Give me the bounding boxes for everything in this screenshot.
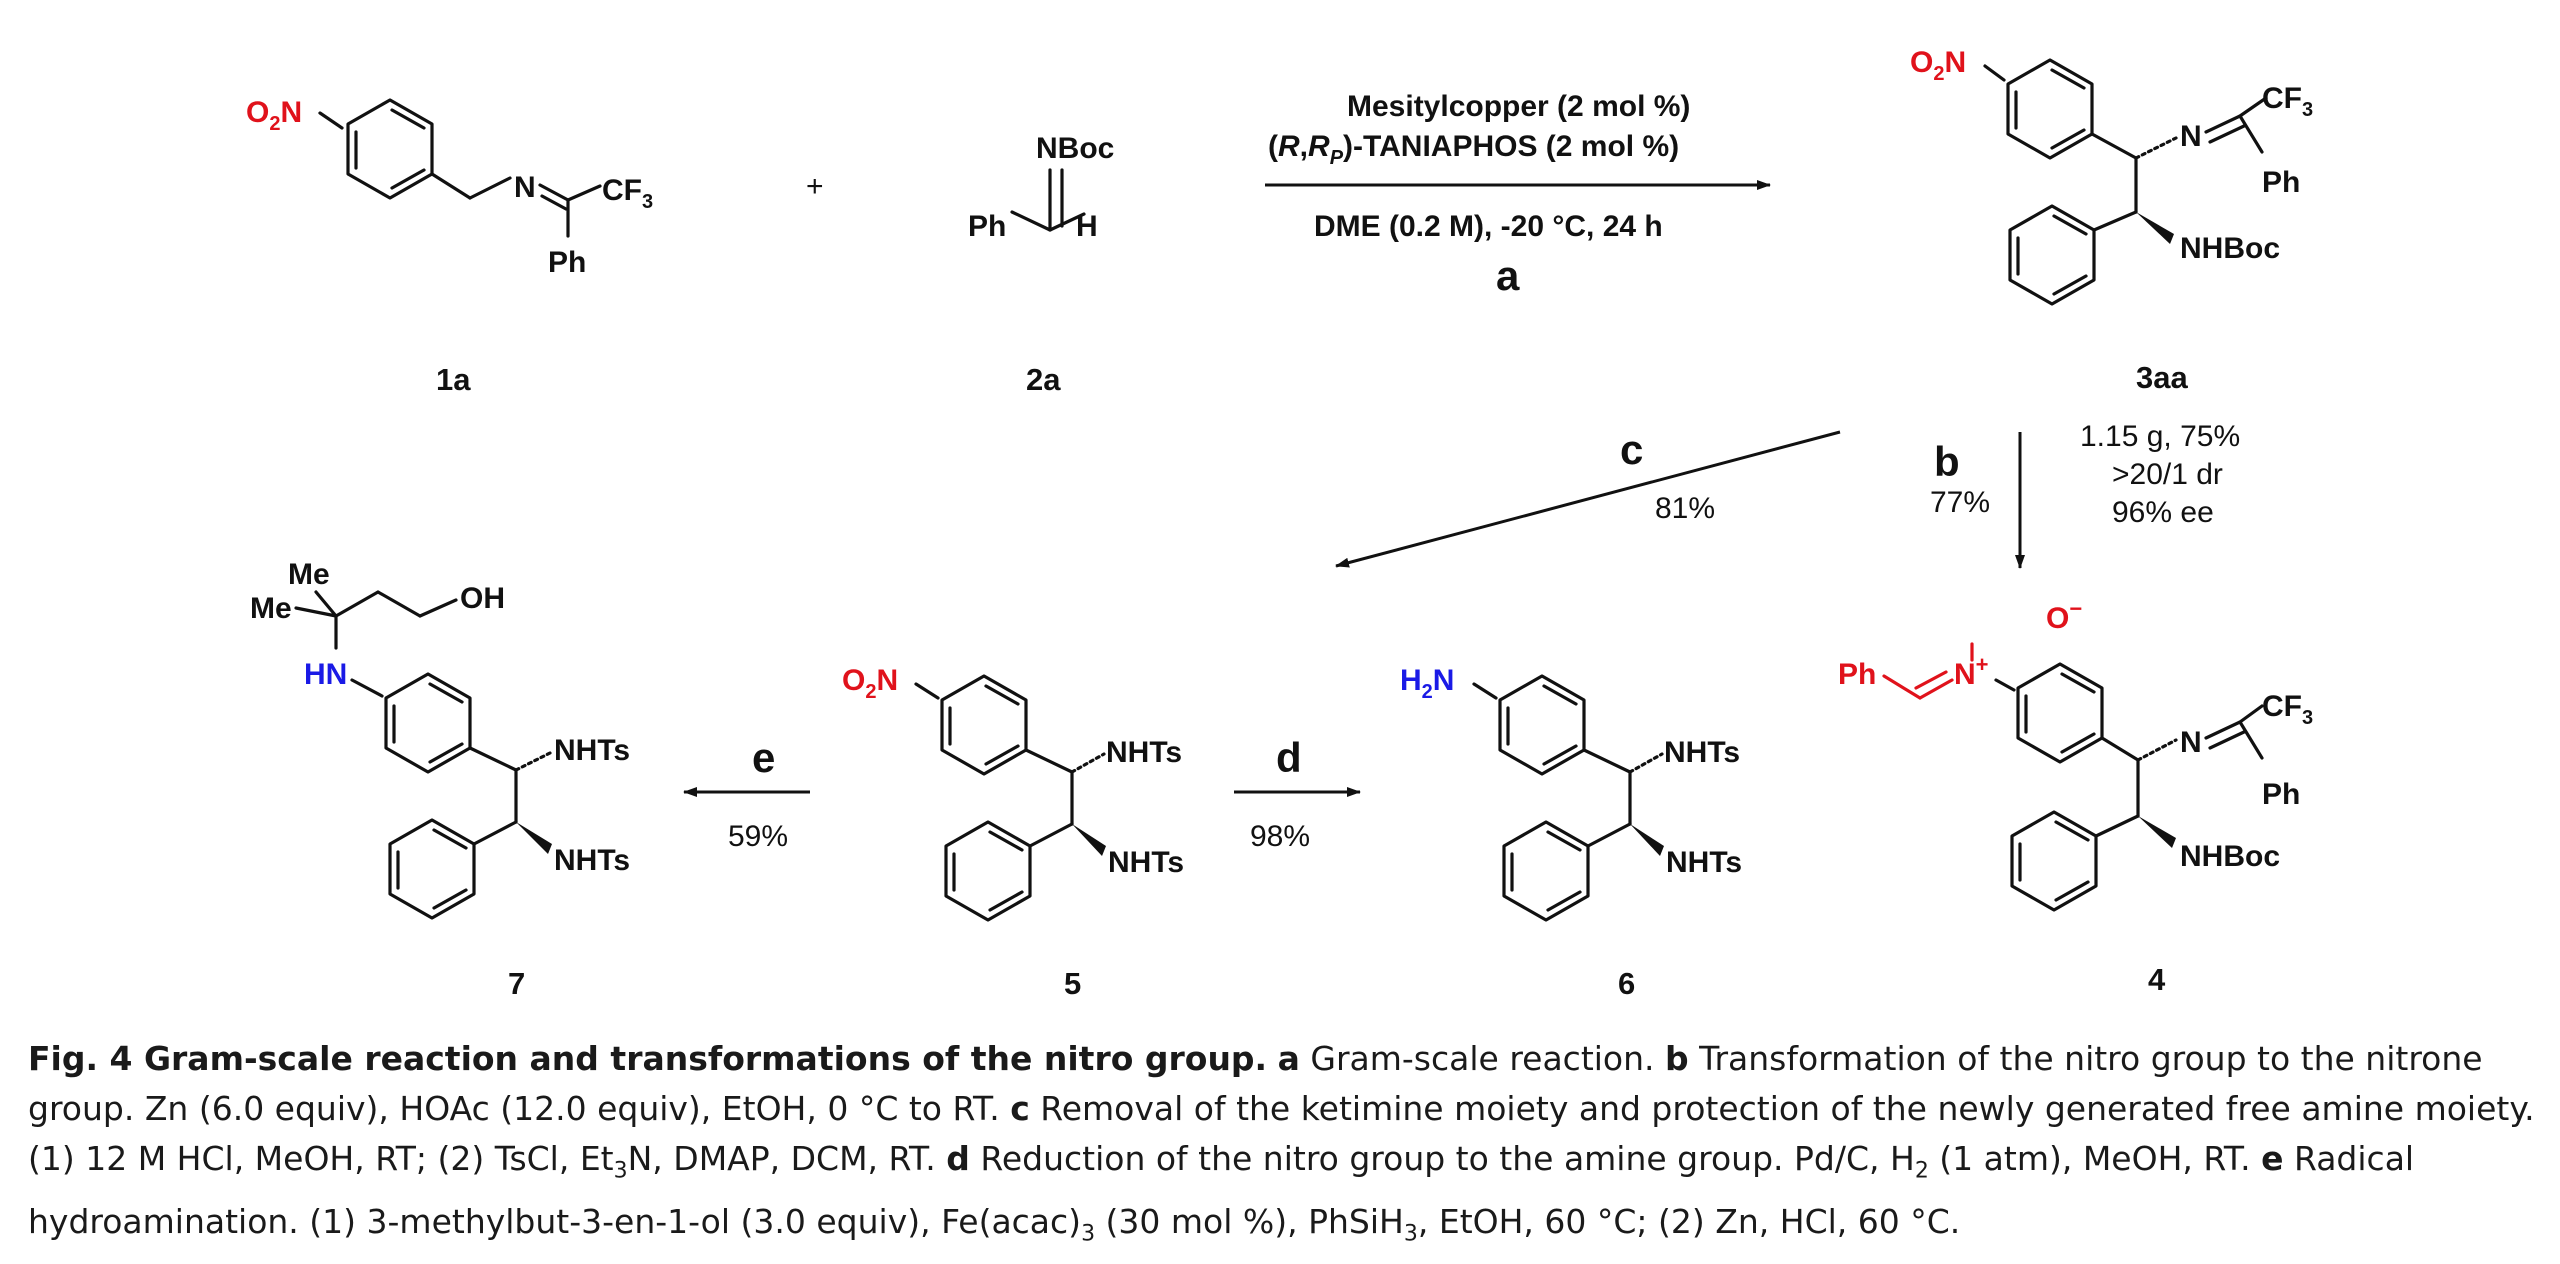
step-label-a: a bbox=[1496, 252, 1520, 299]
step-label-d: d bbox=[1276, 734, 1302, 781]
svg-text:NHTs: NHTs bbox=[554, 844, 630, 877]
compound-6: H2N NHTs NHTs 6 bbox=[1400, 664, 1742, 1001]
svg-text:O2N: O2N bbox=[246, 96, 302, 135]
svg-text:Ph: Ph bbox=[2262, 166, 2300, 199]
condition-ligand: (R,RP)-TANIAPHOS (2 mol %) bbox=[1268, 130, 1679, 169]
step-label-e: e bbox=[752, 734, 775, 781]
svg-text:O2N: O2N bbox=[842, 664, 898, 703]
label-1a: 1a bbox=[436, 362, 471, 397]
svg-text:Ph: Ph bbox=[968, 210, 1006, 243]
compound-7: Me Me OH HN NHTs NHTs 7 bbox=[250, 558, 630, 1001]
compound-2a: NBoc Ph H 2a bbox=[968, 132, 1114, 397]
compound-4: O− Ph N+ N CF3 Ph NHBoc 4 bbox=[1838, 596, 2313, 997]
svg-text:NHBoc: NHBoc bbox=[2180, 232, 2280, 265]
svg-text:NHTs: NHTs bbox=[1108, 846, 1184, 879]
svg-text:O−: O− bbox=[2046, 596, 2082, 635]
arrow-c bbox=[1335, 430, 1841, 568]
svg-text:Me: Me bbox=[288, 558, 330, 591]
label-5: 5 bbox=[1064, 966, 1081, 1001]
svg-text:N+: N+ bbox=[1954, 652, 1989, 691]
svg-text:N: N bbox=[2180, 120, 2202, 153]
svg-text:H: H bbox=[1076, 210, 1098, 243]
svg-text:NBoc: NBoc bbox=[1036, 132, 1114, 165]
figure-caption: Fig. 4 Gram-scale reaction and transform… bbox=[28, 1039, 2535, 1247]
svg-text:HN: HN bbox=[304, 658, 347, 691]
step-yield-b: 77% bbox=[1930, 486, 1990, 519]
plus-sign: + bbox=[806, 170, 824, 203]
condition-catalyst: Mesitylcopper (2 mol %) bbox=[1347, 90, 1690, 123]
caption-title: Fig. 4 Gram-scale reaction and transform… bbox=[28, 1039, 1268, 1078]
step-label-b: b bbox=[1934, 438, 1960, 485]
compound-1a: O2N N CF3 Ph 1a bbox=[246, 96, 653, 397]
label-7: 7 bbox=[508, 966, 525, 1001]
compound-5: O2N NHTs NHTs 5 bbox=[842, 664, 1184, 1001]
svg-text:N: N bbox=[514, 171, 536, 204]
reaction-scheme: O2N N CF3 Ph 1a + NBoc Ph H 2a Mesitylco… bbox=[246, 46, 2313, 1001]
compound-3aa: O2N N CF3 Ph NHBoc 3aa 1.15 g, 75% >20/1… bbox=[1910, 46, 2313, 529]
step-label-c: c bbox=[1620, 426, 1643, 473]
condition-solvent: DME (0.2 M), -20 °C, 24 h bbox=[1314, 210, 1663, 243]
step-d: d 98% bbox=[1234, 734, 1361, 853]
svg-text:Ph: Ph bbox=[548, 246, 586, 279]
step-e: e 59% bbox=[683, 734, 810, 853]
svg-text:CF3: CF3 bbox=[602, 174, 653, 213]
step-yield-d: 98% bbox=[1250, 820, 1310, 853]
svg-text:OH: OH bbox=[460, 582, 505, 615]
step-b: b 77% bbox=[1930, 432, 2025, 569]
label-4: 4 bbox=[2148, 962, 2166, 997]
svg-text:NHTs: NHTs bbox=[1106, 736, 1182, 769]
svg-text:Ph: Ph bbox=[2262, 778, 2300, 811]
step-yield-c: 81% bbox=[1655, 492, 1715, 525]
product-3aa-ee: 96% ee bbox=[2112, 496, 2214, 529]
svg-text:Me: Me bbox=[250, 592, 292, 625]
svg-text:NHTs: NHTs bbox=[1666, 846, 1742, 879]
svg-text:Ph: Ph bbox=[1838, 658, 1876, 691]
label-6: 6 bbox=[1618, 966, 1635, 1001]
svg-text:CF3: CF3 bbox=[2262, 82, 2313, 121]
label-3aa: 3aa bbox=[2136, 360, 2188, 395]
step-a: Mesitylcopper (2 mol %) (R,RP)-TANIAPHOS… bbox=[1265, 90, 1771, 299]
svg-text:NHTs: NHTs bbox=[1664, 736, 1740, 769]
svg-text:NHTs: NHTs bbox=[554, 734, 630, 767]
label-2a: 2a bbox=[1026, 362, 1061, 397]
svg-text:CF3: CF3 bbox=[2262, 690, 2313, 729]
product-3aa-dr: >20/1 dr bbox=[2112, 458, 2223, 491]
svg-text:H2N: H2N bbox=[1400, 664, 1454, 703]
product-3aa-yield: 1.15 g, 75% bbox=[2080, 420, 2240, 453]
svg-text:N: N bbox=[2180, 726, 2202, 759]
svg-text:O2N: O2N bbox=[1910, 46, 1966, 85]
step-c: c 81% bbox=[1335, 426, 1841, 568]
svg-text:NHBoc: NHBoc bbox=[2180, 840, 2280, 873]
step-yield-e: 59% bbox=[728, 820, 788, 853]
